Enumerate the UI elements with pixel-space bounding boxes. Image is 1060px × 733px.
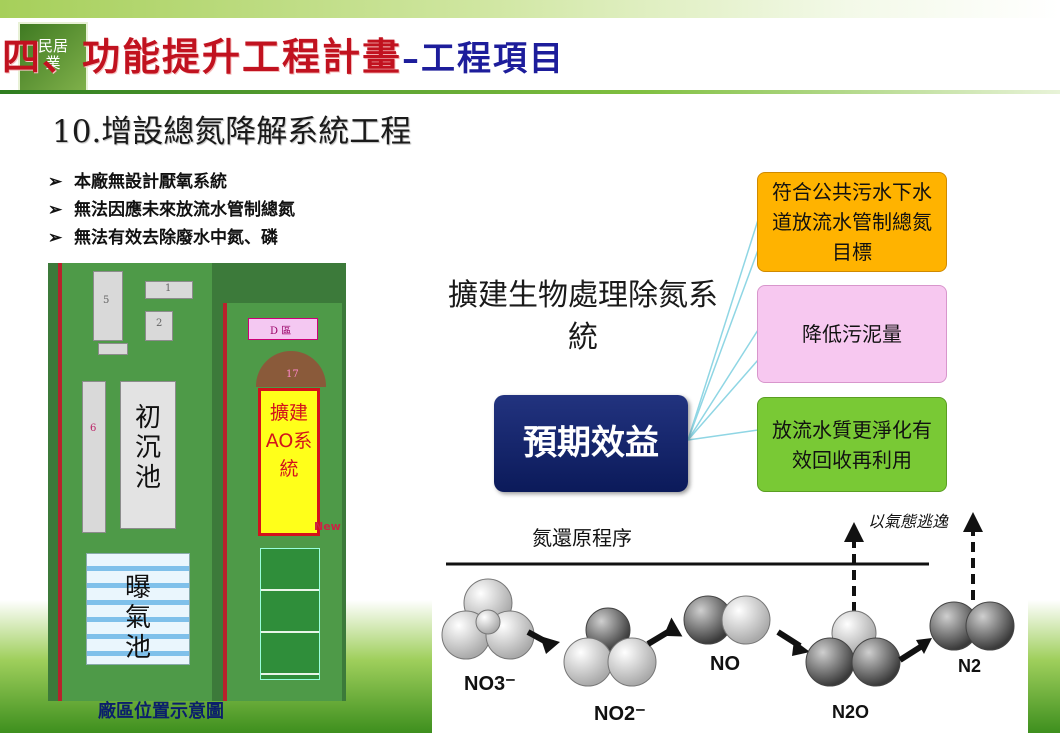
building-1 [145,281,193,299]
bullet-item: ➢ 本廠無設計厭氧系統 [48,168,295,196]
no3-molecule [441,578,535,660]
equipment-block [98,343,128,355]
building-6-number: 6 [90,423,97,434]
sports-court [260,548,320,680]
primary-sedimentation-tank [120,381,176,529]
title-underline [0,90,1060,94]
building-5-number: 5 [103,295,110,306]
connector-line-1 [687,219,759,441]
bullet-list: ➢ 本廠無設計厭氧系統 ➢ 無法因應未來放流水管制總氮 ➢ 無法有效去除廢水中氮、磷 [48,168,295,252]
connector-lines [687,219,759,441]
escape-arrow-1 [844,522,864,612]
no3-label: NO3⁻ [464,673,516,695]
n2o-label: N2O [832,702,869,722]
arrow-bullet-icon: ➢ [48,172,63,192]
logo-text-2: 業 [45,54,61,72]
ao-system-expansion: 擴建AO系統 [258,388,320,536]
expected-benefit-box: 預期效益 [494,395,688,492]
building-5 [93,271,123,341]
arrow-icon-shaft [898,643,924,663]
top-gradient-strip [0,0,1060,18]
logo: 民居 業 [18,22,88,92]
benefit-text-1: 符合公共污水下水道放流水管制總氮目標 [772,180,932,264]
bullet-text: 本廠無設計厭氧系統 [74,172,227,192]
arrow-icon [916,638,932,654]
escape-arrow-2 [963,512,983,600]
map-caption: 廠區位置示意圖 [98,701,224,722]
page-title: 四、功能提升工程計畫–工程項目 [2,26,565,81]
connector-line-2 [687,249,759,441]
aeration-tank-label: 曝氣池 [124,573,151,663]
no-molecule [683,595,771,645]
connector-line-3 [687,329,759,441]
arrow-icon [663,617,683,637]
n2o-molecule [805,610,901,687]
plant-site-map: 5 1 2 6 初沉池 曝氣池 D 區 17 擴建AO系統 New [48,263,346,701]
primary-tank-label: 初沉池 [134,403,161,493]
bullet-item: ➢ 無法有效去除廢水中氮、磷 [48,224,295,252]
arrow-bullet-icon: ➢ [48,228,63,248]
building-17-number: 17 [286,369,299,380]
aeration-tank [86,553,190,665]
n2-molecule [929,601,1015,651]
zone-d-label: D 區 [270,326,292,337]
no-label: NO [710,653,740,675]
benefit-box-1: 符合公共污水下水道放流水管制總氮目標 [757,172,947,272]
arrow-icon-shaft [646,629,670,647]
arrow-icon-shaft [526,629,552,647]
process-title: 氮還原程序 [532,526,632,550]
logo-text-1: 民居 [37,37,68,55]
bullet-text: 無法因應未來放流水管制總氮 [74,200,295,220]
zone-d-box [248,318,318,340]
ao-system-label: 擴建AO系統 [265,402,313,480]
arrow-bullet-icon: ➢ [48,200,63,220]
benefit-box-3: 放流水質更淨化有效回收再利用 [757,397,947,492]
building-2-number: 2 [156,318,163,329]
page-title-sub: –工程項目 [402,39,566,79]
page-title-main: 四、功能提升工程計畫 [2,34,403,79]
n2-label: N2 [958,656,981,676]
building-6 [82,381,106,533]
benefit-text-3: 放流水質更淨化有效回收再利用 [772,417,932,472]
expansion-title: 擴建生物處理除氮系統 [448,278,718,355]
connector-line-4 [687,359,759,441]
new-badge: New [314,520,341,533]
benefit-text-2: 降低污泥量 [802,322,902,346]
nitrogen-reduction-diagram: NO3⁻ NO2⁻ NO N2O N2 [441,512,1015,725]
gas-escape-label: 以氣態逃逸 [868,512,949,531]
no2-molecule [563,607,657,687]
building-2 [145,311,173,341]
no2-label: NO2⁻ [594,703,646,725]
bullet-text: 無法有效去除廢水中氮、磷 [74,228,278,248]
arrow-icon [792,640,810,656]
connector-line-5 [687,429,759,441]
bullet-item: ➢ 無法因應未來放流水管制總氮 [48,196,295,224]
section-title: 10.增設總氮降解系統工程 [52,114,412,150]
building-1-number: 1 [165,283,172,294]
benefit-box-2: 降低污泥量 [757,285,947,383]
